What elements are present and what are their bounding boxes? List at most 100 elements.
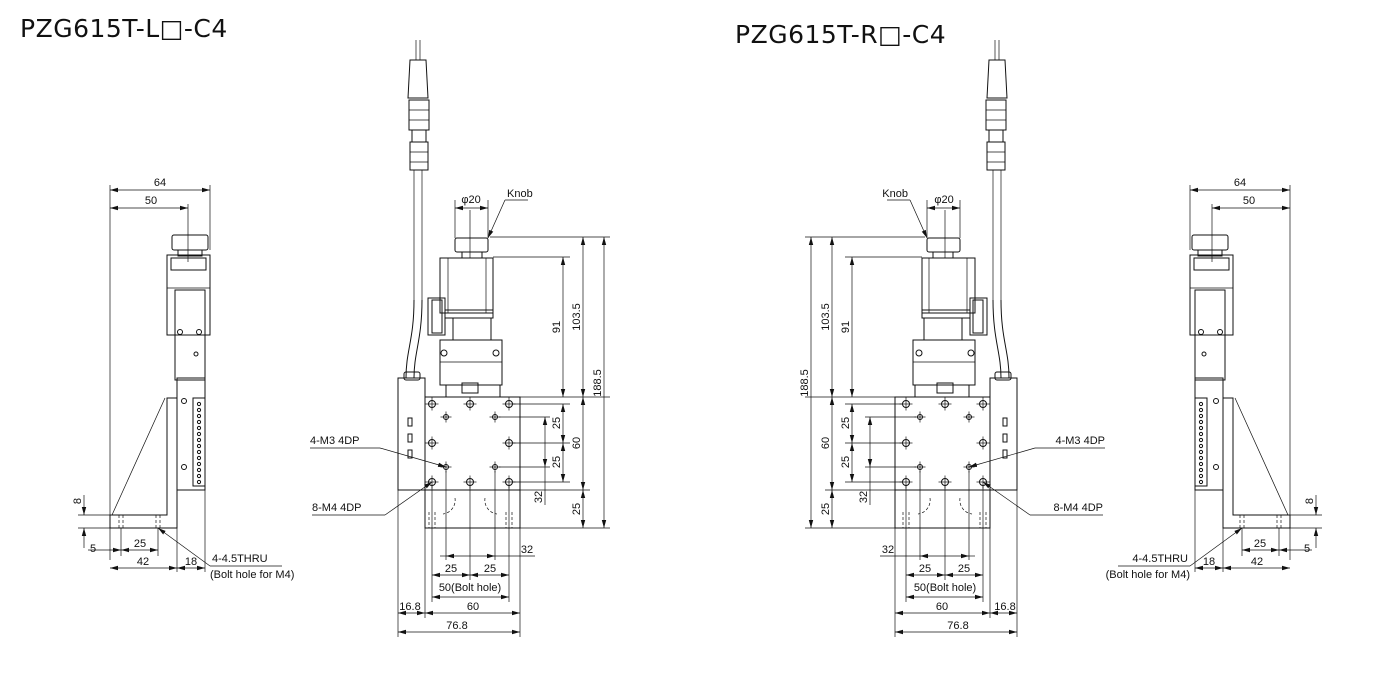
width-total-label-left: 64 bbox=[154, 177, 166, 189]
hole-pitch-label-right: 25 bbox=[1254, 538, 1266, 550]
cable-connector bbox=[408, 99, 430, 131]
pitch-c-label-left: 25 bbox=[445, 563, 457, 575]
pitch-c-label-right: 25 bbox=[958, 563, 970, 575]
leader bbox=[384, 481, 433, 516]
stage-rail bbox=[192, 397, 206, 487]
hole-pitch-label-left: 25 bbox=[134, 538, 146, 550]
bracket-rib bbox=[111, 397, 166, 516]
knob-offset-label-right: 50 bbox=[1243, 195, 1255, 207]
motor-body bbox=[166, 254, 211, 336]
m3-pitch-v-label-right: 32 bbox=[858, 491, 870, 503]
knob bbox=[454, 237, 489, 253]
m3-pitch-v-label-left: 32 bbox=[533, 491, 545, 503]
knob-offset-label-left: 50 bbox=[145, 195, 157, 207]
hole-note-label-right: (Bolt hole for M4) bbox=[1106, 569, 1190, 581]
plate-width-label-right: 18 bbox=[1203, 556, 1215, 568]
screw bbox=[177, 329, 183, 335]
sensor-tab bbox=[407, 449, 413, 459]
cable-connector-boot bbox=[407, 59, 429, 99]
leader bbox=[379, 447, 447, 468]
leader bbox=[487, 199, 506, 239]
m3-pitch-h-label-left: 32 bbox=[521, 544, 533, 556]
cable-connector-neck bbox=[411, 129, 427, 143]
knob-diameter-label-right: φ20 bbox=[934, 194, 953, 206]
hole-spec-label-left: 4-4.5THRU bbox=[212, 553, 268, 565]
base-thickness-label-left: 8 bbox=[72, 498, 84, 504]
plate-width-label-left: 18 bbox=[185, 556, 197, 568]
front-view-left bbox=[310, 40, 610, 637]
shaft bbox=[461, 382, 479, 394]
motor-coupling bbox=[452, 317, 492, 341]
knob-shaft bbox=[177, 249, 203, 257]
bearing bbox=[196, 455, 202, 461]
width-total-label-right: 64 bbox=[1234, 177, 1246, 189]
leader bbox=[157, 527, 211, 567]
screw bbox=[181, 464, 187, 470]
m4-spec-label-right: 8-M4 4DP bbox=[1053, 502, 1103, 514]
pitch-d-label-left: 25 bbox=[484, 563, 496, 575]
hole-note-label-left: (Bolt hole for M4) bbox=[210, 569, 294, 581]
side-plate-label-left: 16.8 bbox=[399, 601, 420, 613]
cable-clamp bbox=[403, 371, 421, 381]
pitch-a-label-left: 25 bbox=[551, 417, 563, 429]
motor-cap bbox=[170, 257, 207, 271]
cable bbox=[405, 299, 415, 379]
cable bbox=[413, 299, 423, 379]
base-length-label-right: 42 bbox=[1251, 556, 1263, 568]
screw bbox=[196, 329, 202, 335]
title-right-model: PZG615T-R□-C4 bbox=[735, 20, 947, 49]
pitch-b-label-right: 25 bbox=[840, 456, 852, 468]
bearing bbox=[196, 407, 202, 413]
stage-width-label-right: 60 bbox=[936, 601, 948, 613]
bearing bbox=[196, 467, 202, 473]
pitch-d-label-right: 25 bbox=[919, 563, 931, 575]
total-width-label-left: 76.8 bbox=[446, 620, 467, 632]
dimension-labels: 64 64 50 50 8 8 5 5 25 25 42 42 18 18 4-4.5THRU 4-4.5TH… bbox=[72, 177, 1316, 632]
pitch-b-label-left: 25 bbox=[551, 456, 563, 468]
m3-pitch-h-label-right: 32 bbox=[882, 544, 894, 556]
front-view-right bbox=[805, 40, 1105, 637]
knob-height-label-right: 103.5 bbox=[820, 303, 832, 331]
bearing bbox=[196, 425, 202, 431]
base-length-label-left: 42 bbox=[137, 556, 149, 568]
edge-to-hole-label-right: 5 bbox=[1304, 543, 1310, 555]
edge-to-hole-label-left: 5 bbox=[90, 543, 96, 555]
knob-label-label-left: Knob bbox=[507, 188, 533, 200]
bearing bbox=[196, 449, 202, 455]
motor-height-label-left: 91 bbox=[551, 321, 563, 333]
bearing bbox=[196, 461, 202, 467]
stage-width-label-left: 60 bbox=[467, 601, 479, 613]
sensor-tab bbox=[407, 417, 413, 427]
cable-connector bbox=[409, 141, 429, 171]
total-height-label-left: 188.5 bbox=[592, 369, 604, 397]
stage-height-label-left: 60 bbox=[571, 437, 583, 449]
pitch-a-label-right: 25 bbox=[840, 417, 852, 429]
screw bbox=[492, 349, 500, 357]
knob bbox=[171, 234, 209, 251]
sensor-tab bbox=[407, 433, 413, 443]
angle-bracket bbox=[109, 397, 178, 529]
m3-spec-label-right: 4-M3 4DP bbox=[1055, 435, 1105, 447]
total-width-label-right: 76.8 bbox=[947, 620, 968, 632]
motor-mount bbox=[439, 339, 503, 386]
bearing bbox=[196, 401, 202, 407]
coupling-block bbox=[445, 384, 501, 398]
bearing bbox=[196, 437, 202, 443]
m4-spec-label-left: 8-M4 4DP bbox=[312, 502, 362, 514]
coupling-housing bbox=[174, 334, 206, 381]
stage-height-label-right: 60 bbox=[820, 437, 832, 449]
hole-spec-label-right: 4-4.5THRU bbox=[1132, 553, 1188, 565]
knob-diameter-label-left: φ20 bbox=[461, 194, 480, 206]
base-thickness-label-right: 8 bbox=[1304, 498, 1316, 504]
side-view-right bbox=[1118, 185, 1322, 572]
bearing bbox=[196, 473, 202, 479]
stage-base bbox=[424, 489, 521, 529]
knob-shaft bbox=[461, 251, 483, 259]
bearing bbox=[196, 419, 202, 425]
side-view-left bbox=[78, 185, 282, 572]
screw bbox=[440, 349, 448, 357]
bearing bbox=[196, 413, 202, 419]
bolt-hole-label-left: 50(Bolt hole) bbox=[439, 582, 501, 594]
base-height-label-right: 25 bbox=[820, 503, 832, 515]
